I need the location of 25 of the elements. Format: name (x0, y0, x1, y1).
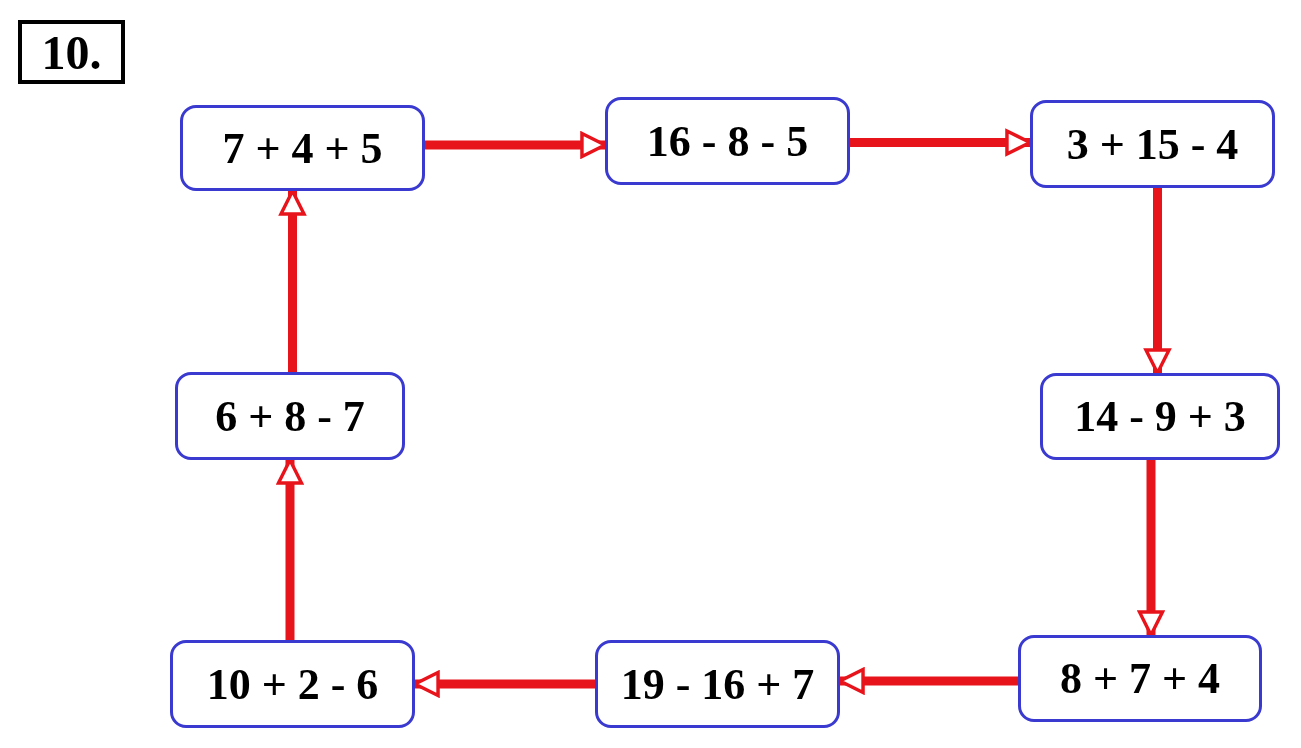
expression-box (180, 105, 425, 191)
math-expression: 7 + 4 + 5 (222, 122, 383, 174)
expression-box (175, 372, 405, 460)
math-expression: 19 - 16 + 7 (620, 658, 815, 710)
math-expression: 16 - 8 - 5 (646, 115, 809, 167)
expression-box (1018, 635, 1262, 722)
math-expression: 10 + 2 - 6 (206, 658, 379, 710)
arrow (413, 670, 595, 698)
arrow (850, 129, 1032, 156)
math-expression: 8 + 7 + 4 (1059, 653, 1221, 704)
arrow (425, 131, 607, 159)
expression-box (1040, 373, 1280, 460)
arrow (276, 458, 304, 640)
expression-box (170, 640, 415, 728)
expression-box (605, 97, 850, 185)
arrow (279, 189, 306, 372)
math-expression: 3 + 15 - 4 (1066, 118, 1239, 170)
arrow (1144, 188, 1171, 375)
math-expression: 6 + 8 - 7 (215, 390, 365, 442)
expression-box (595, 640, 840, 728)
task-number: 10. (18, 20, 125, 84)
math-expression: 14 - 9 + 3 (1074, 391, 1246, 442)
expression-box (1030, 100, 1275, 188)
arrow (838, 667, 1018, 695)
arrow (1137, 460, 1165, 637)
